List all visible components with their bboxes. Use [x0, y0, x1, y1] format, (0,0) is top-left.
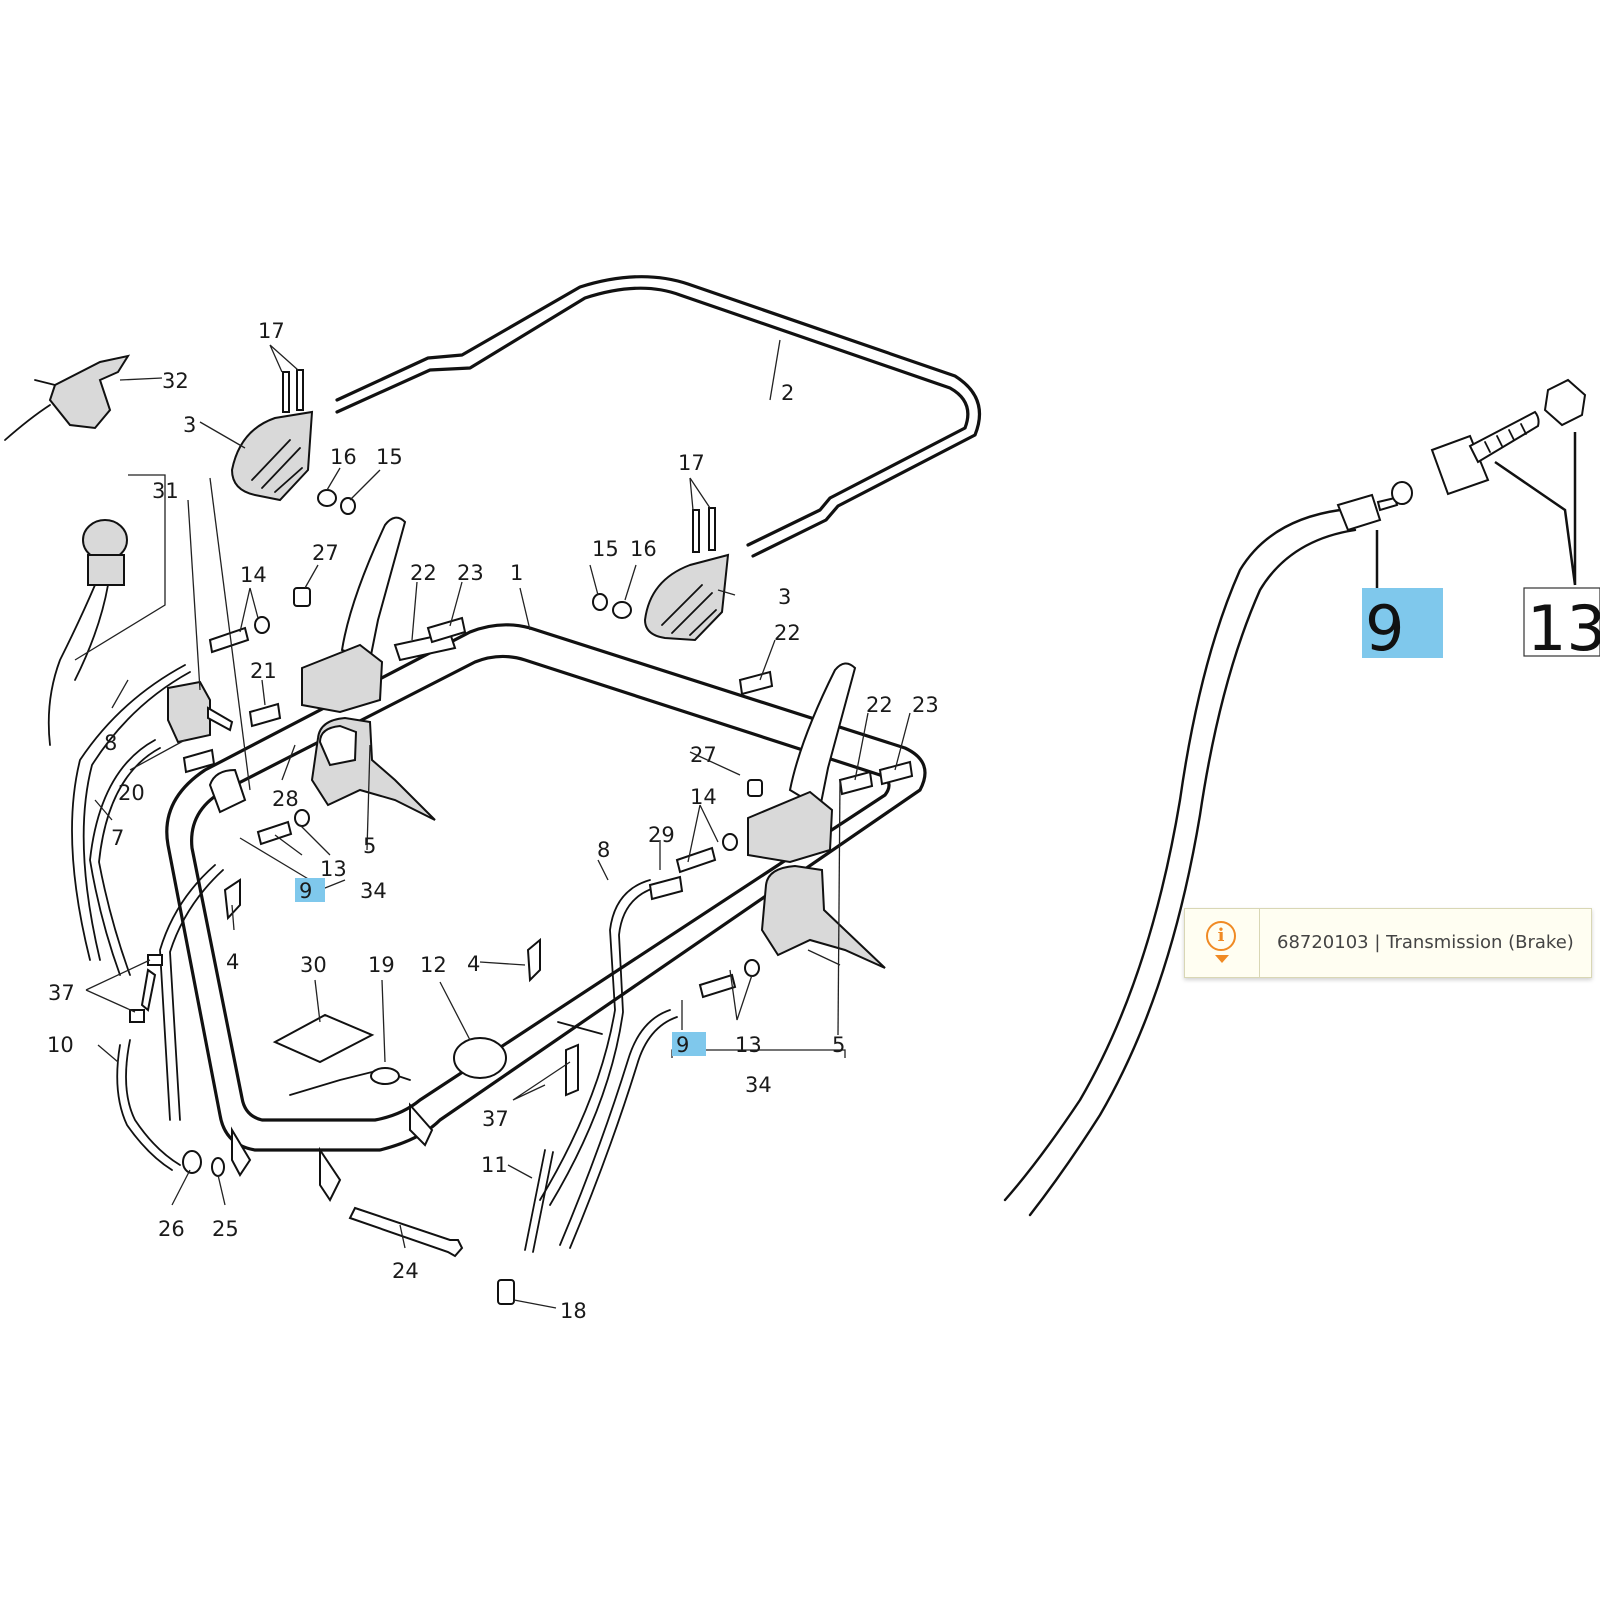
label-part-17[interactable]: 17 [678, 451, 705, 475]
label-part-30[interactable]: 30 [300, 953, 327, 977]
label-part-28[interactable]: 28 [272, 787, 299, 811]
label-part-27[interactable]: 27 [690, 743, 717, 767]
label-part-15[interactable]: 15 [592, 537, 619, 561]
label-part-37[interactable]: 37 [482, 1107, 509, 1131]
label-part-22[interactable]: 22 [410, 561, 437, 585]
info-icon: i [1206, 921, 1236, 951]
part-labels: 1 2 3 3 4 4 5 5 7 8 8 9 9 10 11 12 13 13… [47, 319, 939, 1323]
label-part-10[interactable]: 10 [47, 1033, 74, 1057]
right-hinge-bracket [592, 507, 730, 642]
label-part-21[interactable]: 21 [250, 659, 277, 683]
upper-handle-bar [335, 275, 982, 558]
info-arrow-icon [1215, 955, 1229, 963]
label-part-14[interactable]: 14 [240, 563, 267, 587]
label-part-17[interactable]: 17 [258, 319, 285, 343]
label-part-7[interactable]: 7 [111, 826, 124, 850]
part-info-tooltip[interactable]: i 68720103 | Transmission (Brake) [1184, 908, 1592, 978]
label-part-32[interactable]: 32 [162, 369, 189, 393]
label-part-4[interactable]: 4 [467, 952, 480, 976]
label-part-5[interactable]: 5 [363, 834, 376, 858]
label-part-12[interactable]: 12 [420, 953, 447, 977]
detail-label-9[interactable]: 9 [1365, 592, 1404, 665]
throttle-control [4, 354, 131, 441]
label-part-25[interactable]: 25 [212, 1217, 239, 1241]
highlight-box-9-detail [1362, 588, 1443, 658]
label-part-22[interactable]: 22 [774, 621, 801, 645]
label-part-19[interactable]: 19 [368, 953, 395, 977]
label-part-34[interactable]: 34 [360, 879, 387, 903]
left-hinge-bracket [230, 369, 356, 515]
label-part-22[interactable]: 22 [866, 693, 893, 717]
label-part-13[interactable]: 13 [735, 1033, 762, 1057]
label-part-26[interactable]: 26 [158, 1217, 185, 1241]
label-part-11[interactable]: 11 [481, 1153, 508, 1177]
label-part-15[interactable]: 15 [376, 445, 403, 469]
label-part-14[interactable]: 14 [690, 785, 717, 809]
label-part-29[interactable]: 29 [648, 823, 675, 847]
label-part-37[interactable]: 37 [48, 981, 75, 1005]
tooltip-part-description: 68720103 | Transmission (Brake) [1277, 932, 1574, 953]
label-part-13[interactable]: 13 [320, 857, 347, 881]
detail-label-13[interactable]: 13 [1527, 592, 1600, 665]
small-parts [129, 587, 914, 1305]
detail-view: 9 13 [1003, 378, 1600, 1217]
right-brake-lever [747, 662, 886, 969]
label-part-16[interactable]: 16 [630, 537, 657, 561]
label-part-27[interactable]: 27 [312, 541, 339, 565]
label-part-9[interactable]: 9 [299, 879, 312, 903]
tooltip-icon-box: i [1185, 909, 1260, 977]
label-part-20[interactable]: 20 [118, 781, 145, 805]
label-part-3[interactable]: 3 [778, 585, 791, 609]
ignition-switch [47, 519, 128, 746]
label-part-24[interactable]: 24 [392, 1259, 419, 1283]
label-part-9[interactable]: 9 [676, 1033, 689, 1057]
label-part-5[interactable]: 5 [832, 1033, 845, 1057]
main-frame [165, 623, 927, 1202]
label-part-4[interactable]: 4 [226, 950, 239, 974]
label-part-1[interactable]: 1 [510, 561, 523, 585]
label-part-16[interactable]: 16 [330, 445, 357, 469]
highlight-box-9-right [672, 1032, 706, 1056]
label-part-8[interactable]: 8 [104, 731, 117, 755]
label-part-8[interactable]: 8 [597, 838, 610, 862]
label-part-2[interactable]: 2 [781, 381, 794, 405]
label-part-3[interactable]: 3 [183, 413, 196, 437]
label-part-23[interactable]: 23 [457, 561, 484, 585]
label-part-23[interactable]: 23 [912, 693, 939, 717]
left-brake-lever [301, 516, 436, 821]
highlight-box-9-left [295, 878, 325, 902]
label-part-31[interactable]: 31 [152, 479, 179, 503]
label-part-34[interactable]: 34 [745, 1073, 772, 1097]
cables [71, 664, 678, 1253]
label-part-18[interactable]: 18 [560, 1299, 587, 1323]
